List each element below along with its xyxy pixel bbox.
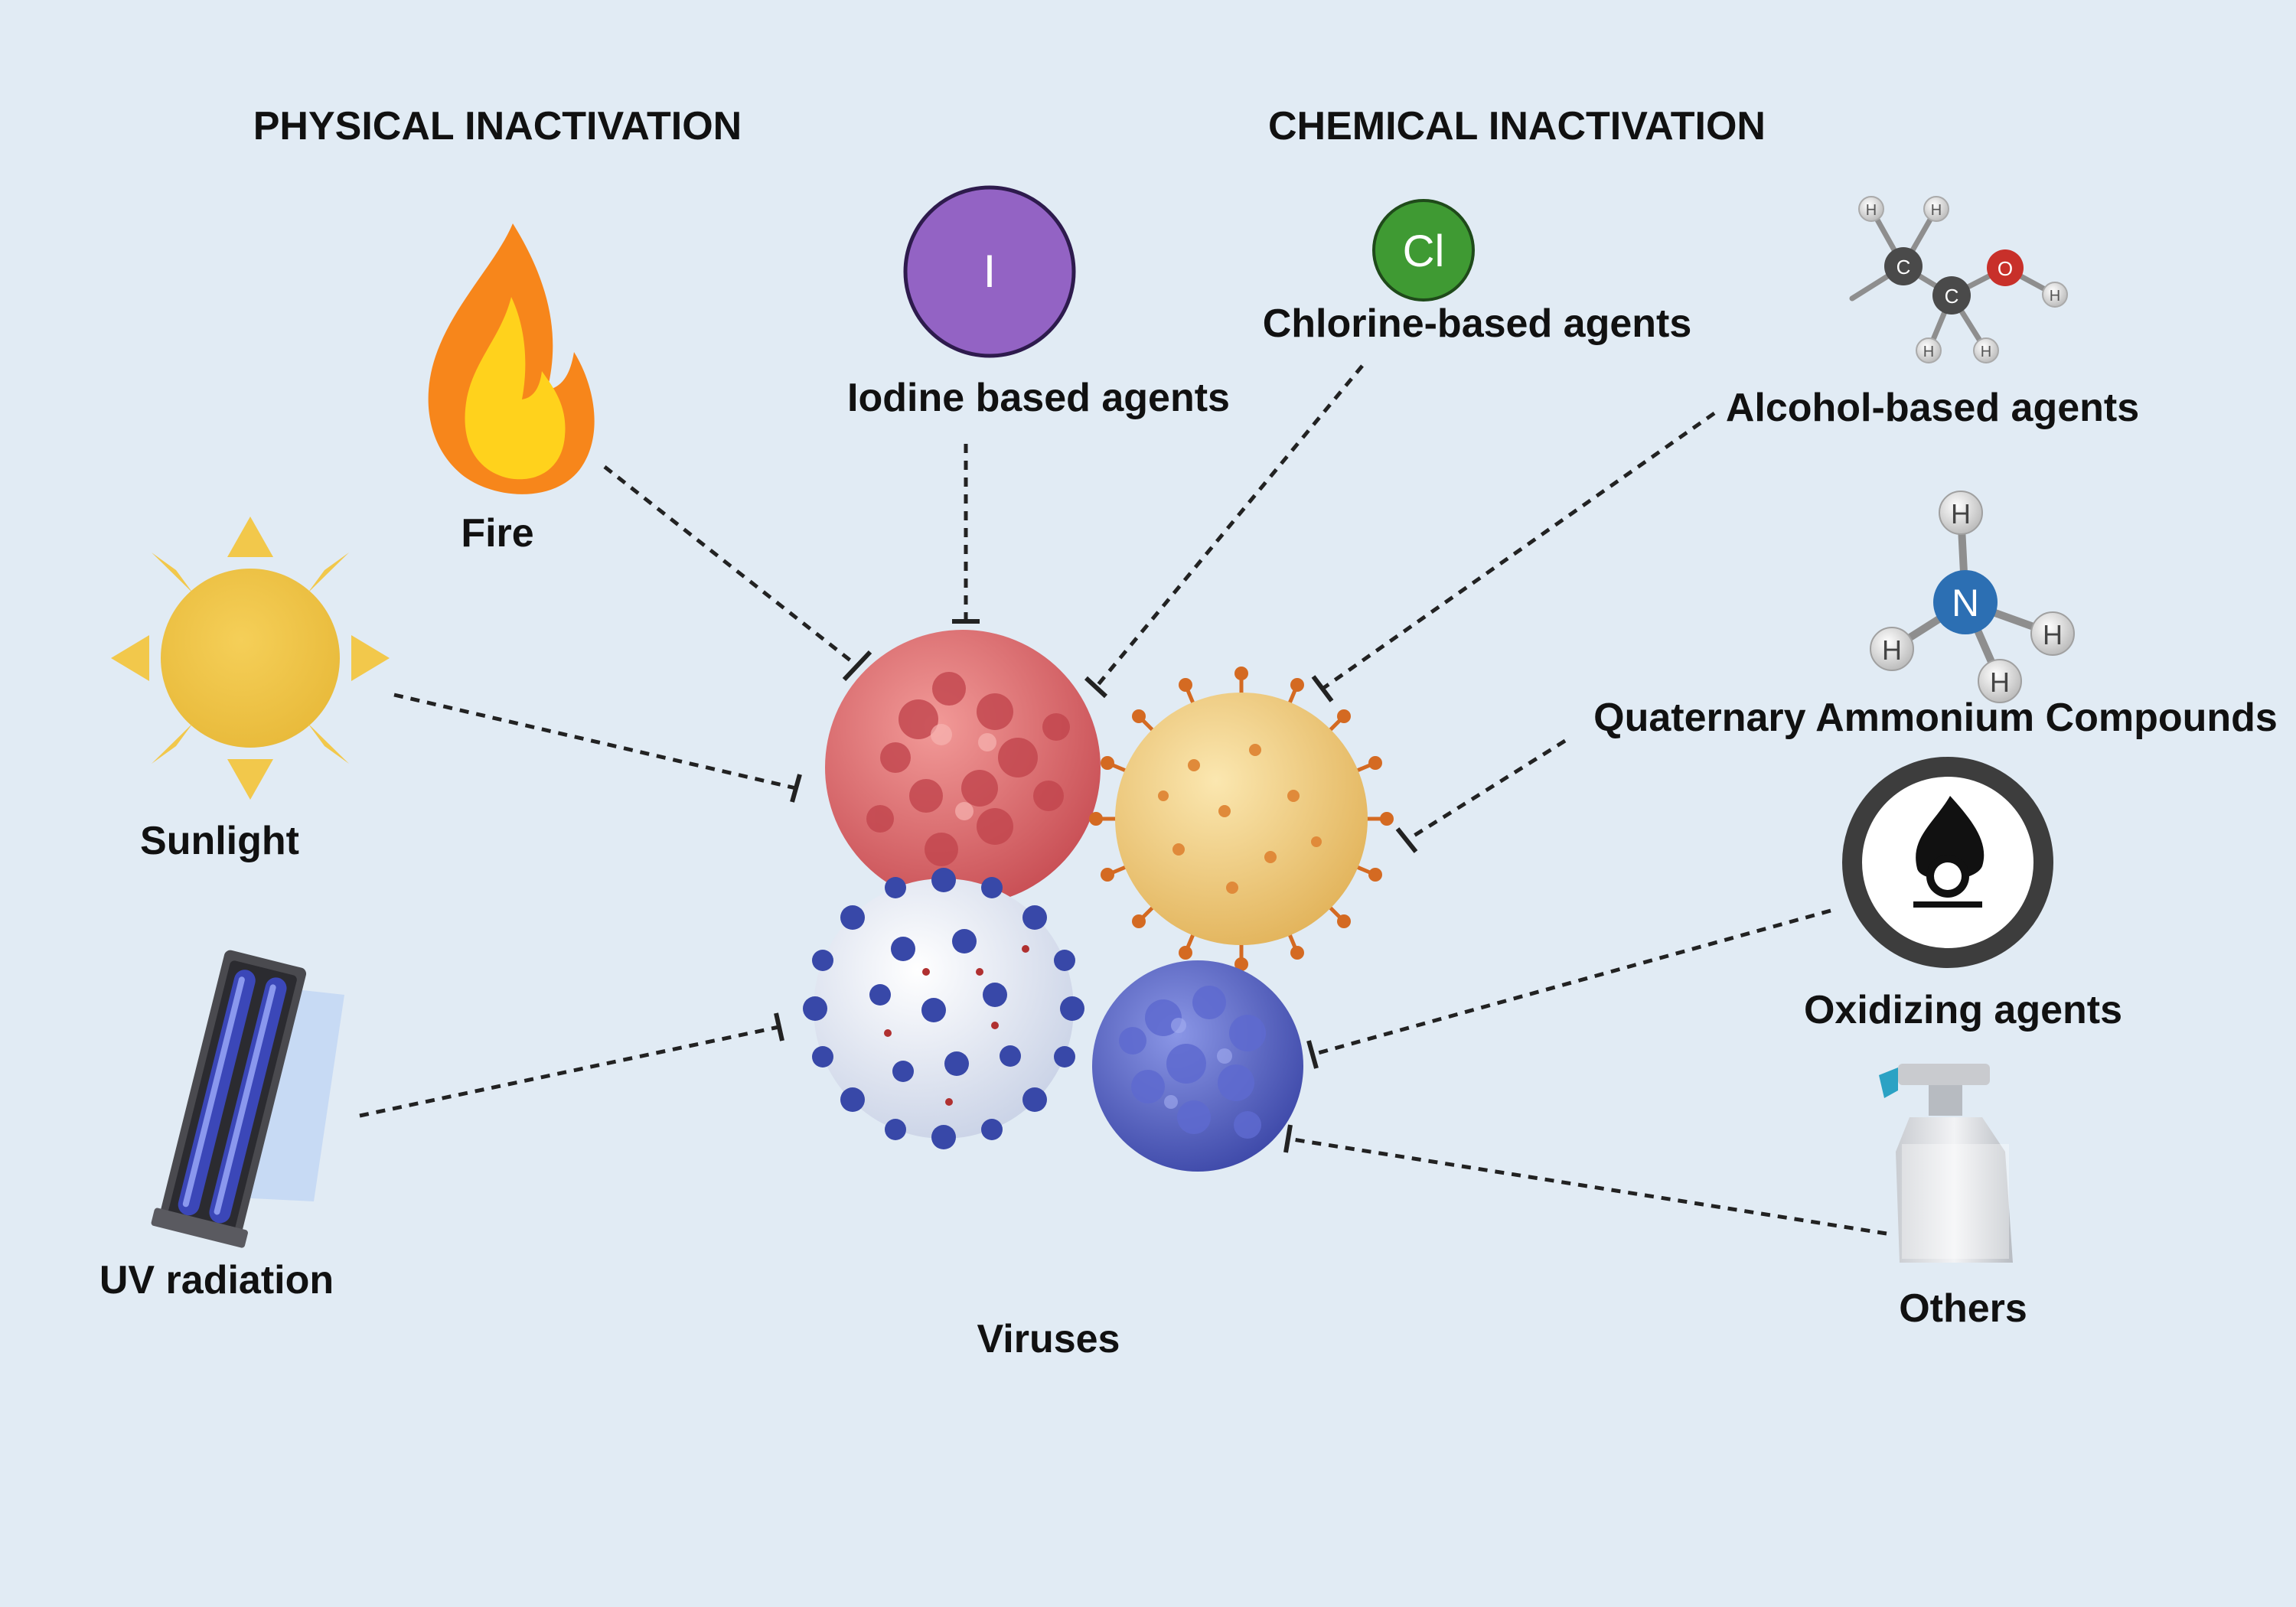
connector-others	[1283, 1124, 1887, 1236]
connector-alcohol	[1311, 411, 1716, 702]
connector-chlorine	[1084, 364, 1364, 699]
nitrogen-atom-label: N	[1952, 582, 1979, 624]
iodine-icon: I	[903, 185, 1076, 358]
blue-virus-icon	[1092, 960, 1303, 1172]
connector-iodine	[952, 444, 980, 624]
connector-oxidizing	[1306, 908, 1831, 1069]
connector-quaternary	[1395, 738, 1567, 853]
fire-label: Fire	[461, 511, 533, 556]
hydrogen-atom-label: H	[1931, 202, 1942, 219]
chlorine-symbol: Cl	[1403, 227, 1445, 276]
connector-fire	[603, 465, 872, 682]
chemical-inactivation-heading: CHEMICAL INACTIVATION	[1268, 104, 1766, 148]
hydrogen-atom-label: H	[2050, 288, 2060, 305]
sunlight-label: Sunlight	[140, 819, 299, 863]
iodine-label: Iodine based agents	[847, 376, 1230, 420]
oxidizer-symbol-icon	[1842, 757, 2053, 968]
physical-inactivation-heading: PHYSICAL INACTIVATION	[253, 104, 742, 148]
sun-icon	[111, 517, 390, 800]
chlorine-icon: Cl	[1372, 199, 1475, 302]
chlorine-label: Chlorine-based agents	[1263, 302, 1692, 346]
uv-radiation-label: UV radiation	[99, 1258, 334, 1302]
carbon-atom-label: C	[1896, 256, 1911, 279]
hydrogen-atom-label: H	[1866, 202, 1877, 219]
alcohol-label: Alcohol-based agents	[1726, 386, 2139, 430]
yellow-virus-icon	[1089, 667, 1394, 971]
oxygen-atom-label: O	[1998, 257, 2013, 280]
hydrogen-atom-label: H	[1990, 667, 2010, 698]
white-virus-icon	[803, 868, 1084, 1149]
iodine-symbol: I	[983, 246, 996, 297]
hydrogen-atom-label: H	[1951, 498, 1971, 530]
others-label: Others	[1899, 1286, 2027, 1331]
hydrogen-atom-label: H	[2043, 619, 2063, 650]
fire-icon	[428, 223, 595, 494]
carbon-atom-label: C	[1945, 285, 1959, 308]
ammonium-molecule-icon: H H H H N	[1870, 491, 2075, 703]
hydrogen-atom-label: H	[1882, 634, 1902, 666]
connector-lines	[359, 364, 1887, 1236]
spray-bottle-icon	[1879, 1064, 2013, 1263]
red-virus-icon	[825, 630, 1101, 905]
connector-uv	[359, 1012, 784, 1118]
hydrogen-atom-label: H	[1923, 344, 1934, 360]
virus-cluster	[803, 630, 1394, 1172]
alcohol-molecule-icon: H H C C O H H H	[1849, 196, 2068, 363]
connector-sunlight	[393, 693, 802, 803]
hydrogen-atom-label: H	[1981, 344, 1991, 360]
oxidizing-label: Oxidizing agents	[1804, 988, 2122, 1032]
viruses-label: Viruses	[977, 1317, 1120, 1361]
quaternary-label: Quaternary Ammonium Compounds	[1593, 696, 2278, 740]
uv-lamp-icon	[151, 950, 344, 1248]
